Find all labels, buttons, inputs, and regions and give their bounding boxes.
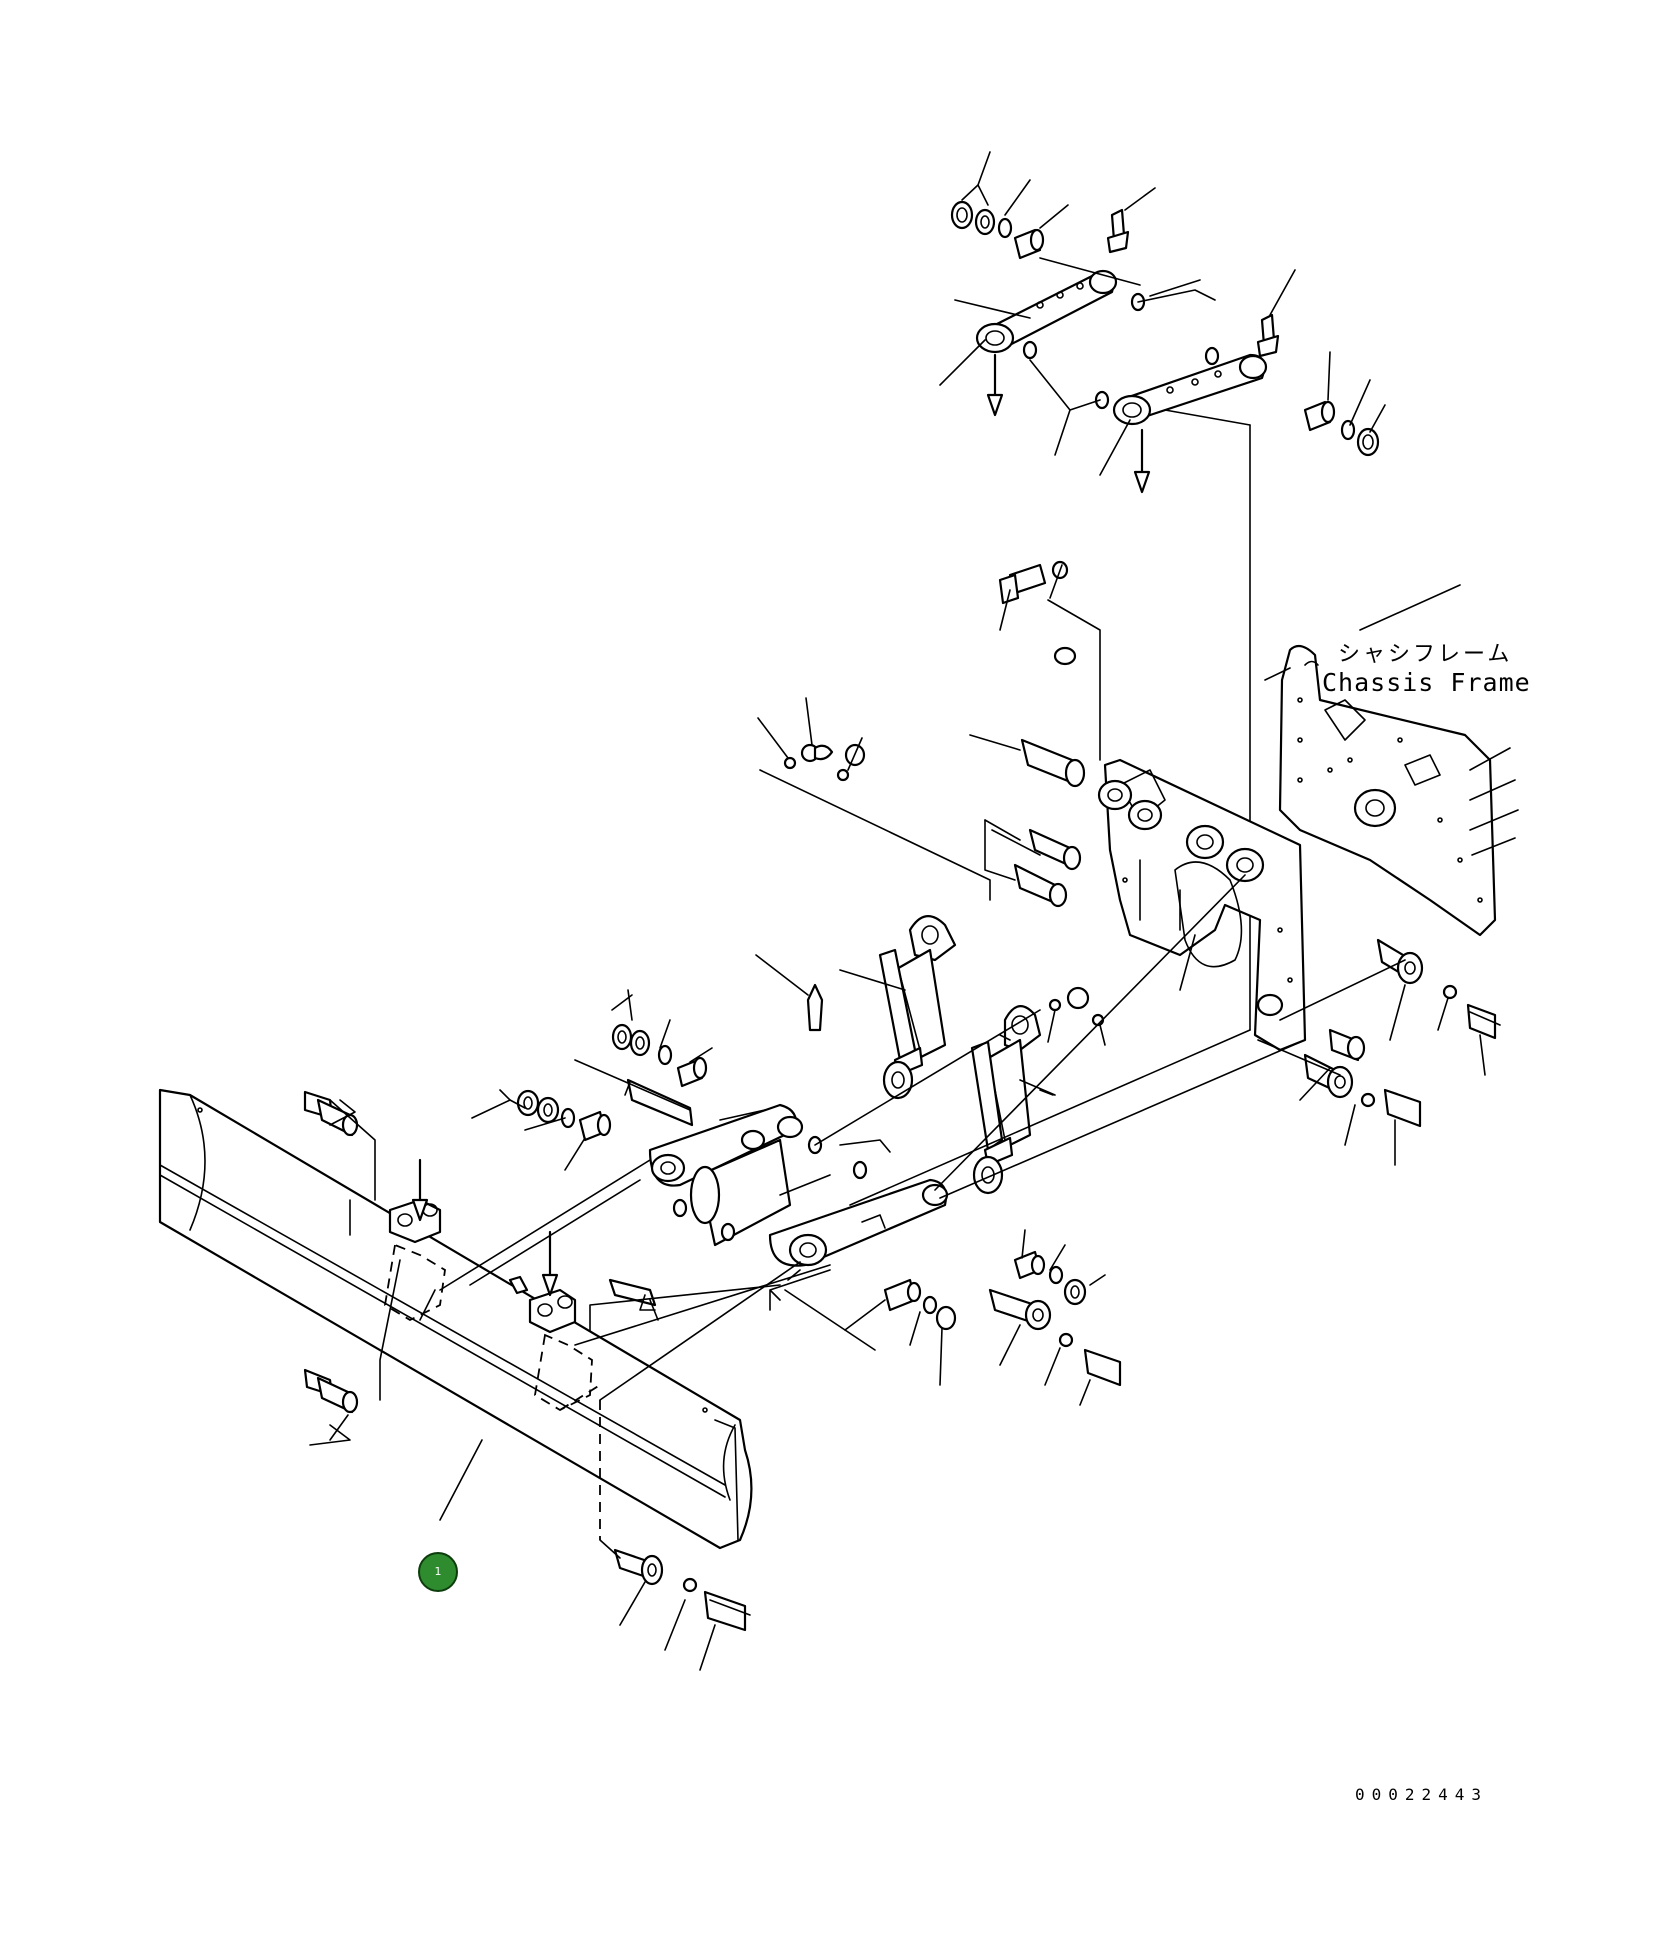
callout-badge-1[interactable]: 1	[418, 1552, 458, 1592]
small-parts-left	[755, 697, 1106, 1046]
bracket-leader-lines	[969, 564, 1486, 1166]
upper-arrows	[986, 353, 1251, 1031]
upper-leader-lines	[939, 151, 1386, 476]
blade-arrows	[411, 1158, 559, 1297]
blade-parts	[303, 1090, 751, 1632]
chassis-frame-label: Chassis Frame	[1322, 668, 1531, 697]
hydraulic-cylinder-right	[970, 1005, 1056, 1195]
dozer-blade	[158, 1088, 753, 1550]
chassis-frame-label-jp: シャシフレーム	[1338, 642, 1513, 667]
frame-parts	[516, 1023, 1122, 1387]
chassis-frame	[1264, 584, 1519, 937]
callout-number: 1	[434, 1565, 442, 1578]
push-frame	[648, 1103, 949, 1267]
hydraulic-cylinder-left	[839, 915, 957, 1100]
upper-arm-left	[975, 269, 1118, 354]
mounting-bracket	[1097, 758, 1307, 1052]
upper-arm-parts	[950, 200, 1380, 457]
blade-leader-lines	[309, 1099, 831, 1671]
center-links	[439, 874, 1306, 1401]
upper-arm-right	[1112, 353, 1268, 426]
drawing-number: 00022443	[1355, 1785, 1489, 1804]
